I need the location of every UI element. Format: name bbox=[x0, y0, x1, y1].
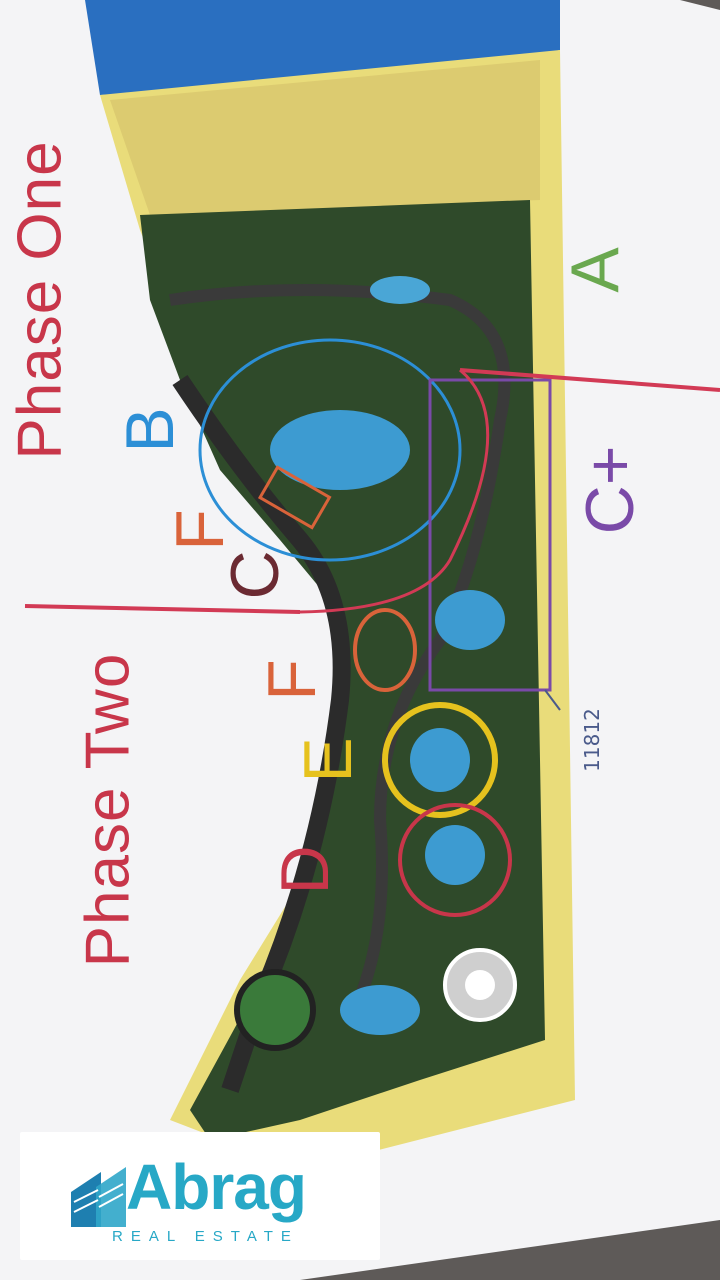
zone-e-label: E bbox=[290, 737, 366, 783]
lagoon-c-plus bbox=[435, 590, 505, 650]
clubhouse-inner bbox=[465, 970, 495, 1000]
zone-e-outline bbox=[382, 702, 498, 818]
zone-b-outline bbox=[198, 338, 462, 562]
abrag-logo: Abrag REAL ESTATE bbox=[20, 1132, 380, 1260]
phase-divider-upper bbox=[459, 368, 720, 392]
lagoon-south bbox=[340, 985, 420, 1035]
beach-area bbox=[110, 60, 540, 215]
phase-divider-middle bbox=[299, 368, 490, 614]
logo-tagline: REAL ESTATE bbox=[112, 1228, 299, 1245]
phase-two-label: Phase Two bbox=[73, 652, 143, 968]
zone-a-label: A bbox=[557, 247, 633, 293]
note-arrow bbox=[544, 689, 561, 711]
zone-f-outline bbox=[353, 608, 417, 692]
zone-c-plus-outline bbox=[428, 378, 552, 692]
lagoon-e bbox=[410, 728, 470, 792]
sea-area bbox=[85, 0, 560, 95]
lagoon-d bbox=[425, 825, 485, 885]
zone-d-label: D bbox=[267, 845, 343, 895]
zone-f-small-outline bbox=[257, 465, 332, 530]
phase-one-label: Phase One bbox=[5, 140, 75, 460]
phase-divider-lower bbox=[24, 604, 301, 614]
logo-name: Abrag bbox=[126, 1151, 307, 1223]
outer-road bbox=[172, 375, 351, 1093]
zone-b-label: B bbox=[112, 407, 188, 453]
zone-f-label-upper: F bbox=[162, 509, 238, 551]
lagoon-b bbox=[270, 410, 410, 490]
zone-c-plus-label: C+ bbox=[572, 445, 648, 535]
lagoon-north bbox=[370, 276, 430, 304]
handwritten-note: 11812 bbox=[580, 708, 604, 772]
zone-c-label: C bbox=[217, 550, 293, 600]
building-icon bbox=[71, 1167, 126, 1227]
zone-d-outline bbox=[398, 803, 512, 917]
zone-f-label-lower: F bbox=[254, 659, 330, 701]
roundabout bbox=[234, 969, 316, 1051]
